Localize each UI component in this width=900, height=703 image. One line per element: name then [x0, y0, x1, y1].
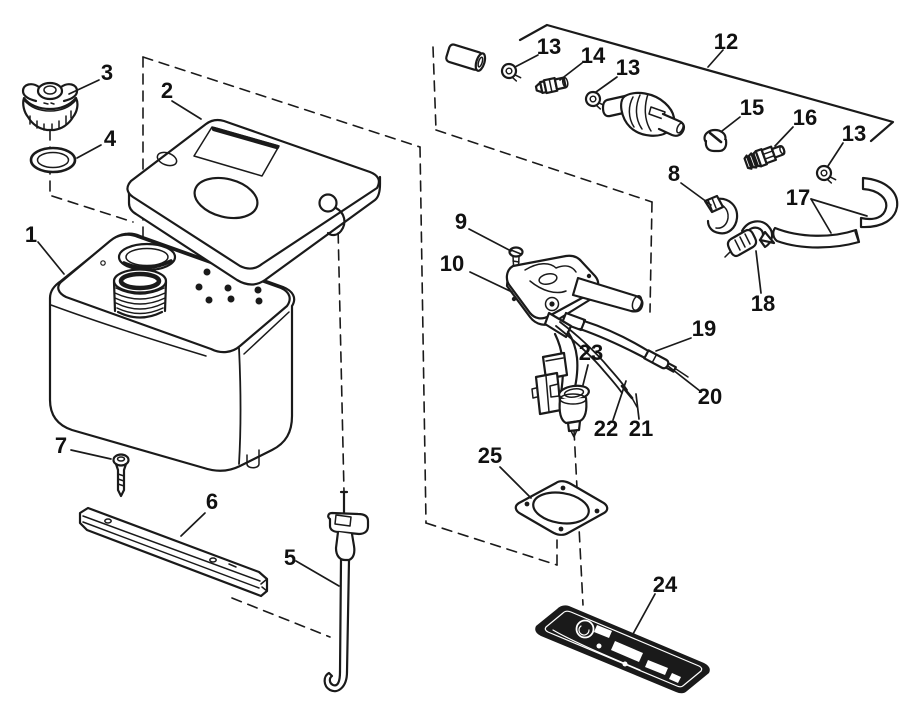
hose-17-lower [772, 226, 861, 249]
callout-leader-25 [499, 466, 532, 499]
callout-leader-10 [469, 271, 513, 293]
gasket-25 [514, 480, 609, 536]
callout-leader-18 [755, 250, 762, 294]
callout-label-16: 16 [793, 105, 817, 130]
callout-leader-21 [635, 393, 640, 420]
callout-leader-5 [295, 560, 340, 587]
callout-label-14: 14 [581, 43, 606, 68]
tank-cover [126, 118, 382, 286]
callout-label-8: 8 [668, 161, 680, 186]
dashed-guides [49, 46, 653, 638]
callout-label-7: 7 [55, 433, 67, 458]
sensor-lead-wire [578, 319, 689, 378]
mounting-bracket [78, 506, 269, 598]
decal-plate-24 [535, 605, 710, 694]
callout-label-9: 9 [455, 209, 467, 234]
callout-leader-3 [68, 79, 100, 95]
pump-assembly [505, 254, 689, 438]
callout-leader-19 [655, 337, 692, 352]
callout-label-23: 23 [579, 340, 603, 365]
clamp-13-c [814, 162, 838, 188]
callout-leader-7 [70, 449, 112, 460]
callout-label-25: 25 [478, 443, 502, 468]
hose-sleeve [445, 43, 487, 72]
callout-leader-16 [774, 126, 794, 147]
pump-arm [571, 276, 644, 313]
callout-label-13: 13 [537, 34, 561, 59]
callout-leader-14 [559, 62, 583, 81]
callout-leader-13 [514, 54, 539, 68]
clamp-18 [724, 220, 776, 258]
callout-leader-8 [680, 182, 712, 206]
callout-leader-12 [707, 49, 724, 68]
hose-kit-parts [445, 43, 899, 258]
callout-leader-1 [37, 241, 65, 275]
callout-label-24: 24 [653, 572, 678, 597]
filler-cap [21, 81, 79, 132]
callout-label-5: 5 [284, 545, 296, 570]
callout-leader-24 [632, 593, 656, 635]
fitting-16 [743, 145, 786, 170]
callout-label-15: 15 [740, 95, 764, 120]
callout-leader-20 [667, 365, 701, 392]
screw-7 [112, 453, 130, 498]
oil-tank [48, 232, 296, 472]
callout-leader-13 [827, 142, 844, 167]
callout-label-4: 4 [104, 126, 117, 151]
callout-label-20: 20 [698, 384, 722, 409]
callout-leader-17 [810, 198, 868, 217]
callout-leader-17 [810, 198, 832, 234]
tank-filler-neck [112, 268, 168, 319]
callout-leader-9 [468, 228, 512, 252]
callout-leader-15 [721, 116, 741, 132]
callout-label-2: 2 [161, 78, 173, 103]
callout-label-12: 12 [714, 29, 738, 54]
fitting-14 [534, 76, 569, 95]
callout-label-21: 21 [629, 416, 653, 441]
callout-leader-2 [171, 100, 202, 120]
grommet-15 [703, 128, 728, 153]
callout-label-3: 3 [101, 60, 113, 85]
hose-kit-bracket-line [518, 23, 895, 143]
oil-pickup-tube [323, 490, 370, 693]
callout-label-10: 10 [440, 251, 464, 276]
callout-label-13: 13 [842, 121, 866, 146]
clamp-8 [703, 194, 739, 235]
callout-label-19: 19 [692, 316, 716, 341]
callout-leader-22 [612, 380, 627, 421]
callout-leader-23 [582, 364, 589, 386]
callout-leader-4 [76, 144, 102, 159]
callout-leader-13 [595, 76, 618, 93]
callout-label-1: 1 [25, 222, 37, 247]
callout-label-13: 13 [616, 55, 640, 80]
clamp-23 [549, 383, 590, 402]
fuel-filter [601, 91, 686, 137]
callout-label-6: 6 [206, 489, 218, 514]
callout-label-18: 18 [751, 291, 775, 316]
callout-label-22: 22 [594, 416, 618, 441]
cap-gasket-ring [29, 146, 77, 174]
callout-leader-6 [180, 512, 206, 537]
callout-label-17: 17 [786, 185, 810, 210]
hose-17-upper [859, 176, 899, 229]
